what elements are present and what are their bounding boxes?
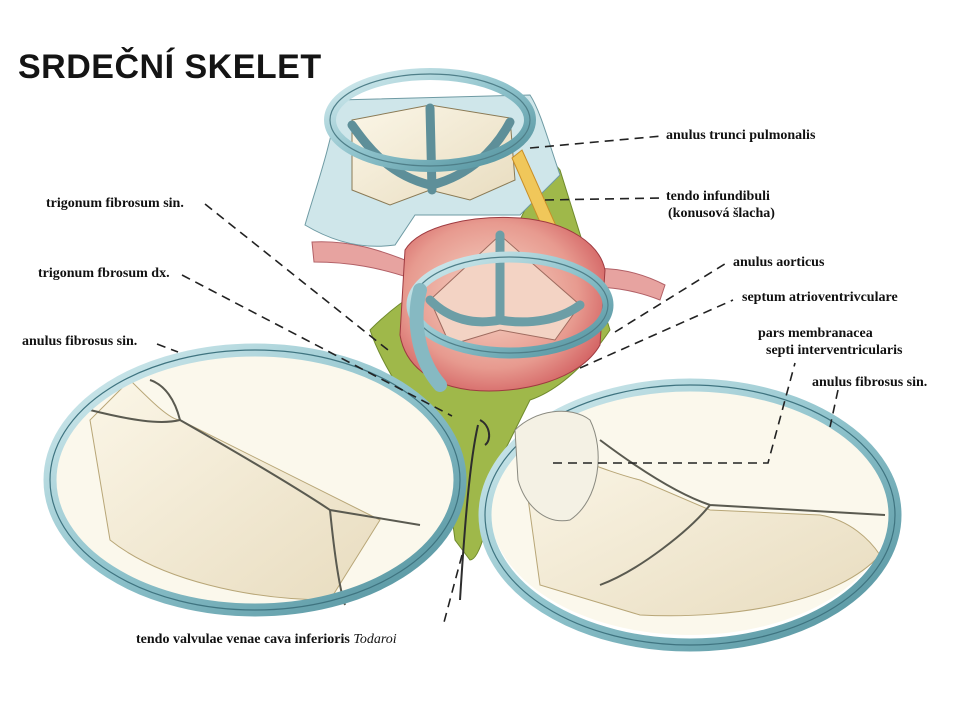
pars-membranacea — [514, 410, 599, 522]
label-trigonum-fibrosum-sin: trigonum fibrosum sin. — [46, 196, 184, 211]
aortic-ring-front-limb — [409, 283, 447, 392]
leader-anulus-aorticus — [614, 261, 729, 333]
leader-lines — [156, 135, 839, 627]
vessel-left — [311, 241, 411, 279]
leader-pars-membranacea — [553, 362, 796, 464]
label-tendo-valvulae: tendo valvulae venae cava inferioris Tod… — [136, 631, 397, 648]
label-konusova-slacha: (konusová šlacha) — [668, 206, 775, 221]
label-septi-interventricularis: septi interventricularis — [766, 343, 903, 358]
leader-trigonum-sin — [204, 203, 389, 351]
label-tendo-valvulae-text: tendo valvulae venae cava inferioris — [136, 632, 350, 647]
label-todaroi: Todaroi — [353, 632, 397, 647]
leader-septum-av — [579, 299, 734, 369]
label-anulus-fibrosus-sin-right: anulus fibrosus sin. — [812, 375, 928, 390]
page-title: SRDEČNÍ SKELET — [18, 48, 322, 86]
leader-anulus-trunci — [529, 135, 663, 149]
mitral-commissure — [89, 409, 421, 526]
label-anulus-aorticus: anulus aorticus — [733, 255, 825, 270]
label-pars-membranacea: pars membranacea — [758, 326, 873, 341]
leader-tendo-infundibuli — [544, 197, 663, 201]
leader-trigonum-dx — [181, 274, 453, 417]
tricuspid-commissure — [599, 439, 886, 586]
leader-tendo-valvulae — [442, 554, 463, 627]
leader-anulus-fibrosus-right — [829, 389, 839, 428]
label-anulus-fibrosus-sin-left: anulus fibrosus sin. — [22, 334, 138, 349]
mitral-leaflet-a — [89, 379, 381, 601]
label-trigonum-fibrosum-dx: trigonum fbrosum dx. — [38, 266, 170, 281]
label-tendo-infundibuli: tendo infundibuli — [666, 189, 770, 204]
tendo-todaroi — [459, 424, 479, 601]
label-anulus-trunci-pulmonalis: anulus trunci pulmonalis — [666, 128, 816, 143]
label-septum-atrioventriculare: septum atrioventrivculare — [742, 290, 898, 305]
aortic-commissures — [425, 230, 585, 327]
leader-anulus-fibrosus-left — [156, 343, 179, 353]
